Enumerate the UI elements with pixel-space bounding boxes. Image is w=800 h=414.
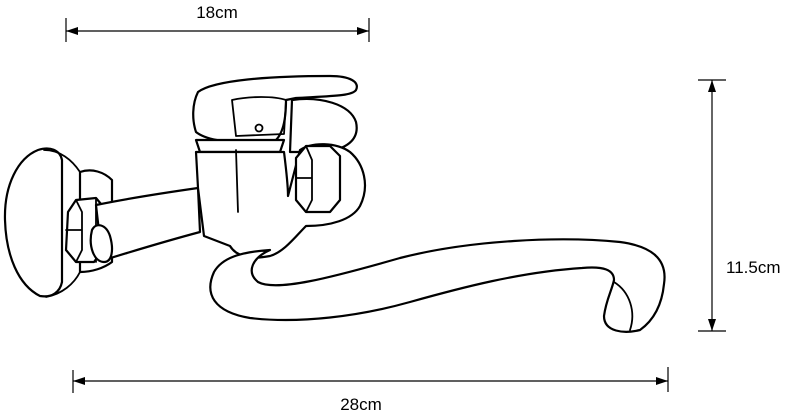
lever-handle-inner bbox=[231, 96, 287, 137]
cartridge-neck bbox=[194, 138, 286, 154]
arrowhead-bottom bbox=[708, 319, 716, 331]
arrowhead-left bbox=[66, 27, 78, 35]
arrowhead-bottom-left bbox=[73, 377, 85, 385]
arrowhead-bottom-right bbox=[656, 377, 668, 385]
swivel-spout bbox=[209, 238, 666, 333]
mixer-body-crease bbox=[235, 149, 239, 213]
lever-screw-hole bbox=[254, 123, 264, 133]
dimension-top-width: 18cm bbox=[65, 3, 370, 42]
dimension-label-overall-length: 28cm bbox=[340, 395, 382, 414]
dimension-height: 11.5cm bbox=[698, 79, 781, 332]
escutcheon-inner-rim bbox=[43, 149, 81, 298]
dimension-overall-length: 28cm bbox=[72, 367, 669, 414]
wall-escutcheon bbox=[3, 147, 64, 298]
arrowhead-right bbox=[357, 27, 369, 35]
right-hex-nut bbox=[294, 144, 342, 214]
arrowhead-top bbox=[708, 80, 716, 92]
dimension-label-top-width: 18cm bbox=[196, 3, 238, 22]
spout-tip-edge bbox=[613, 281, 634, 331]
dimension-label-height: 11.5cm bbox=[726, 258, 781, 277]
left-inlet-cap bbox=[89, 224, 114, 264]
right-hex-nut-facets bbox=[295, 145, 313, 213]
faucet-drawing bbox=[3, 74, 666, 333]
